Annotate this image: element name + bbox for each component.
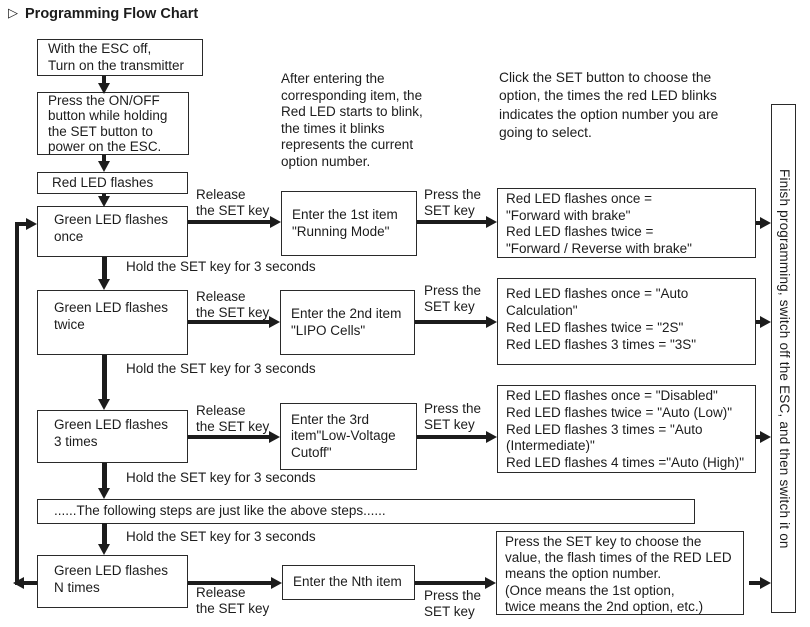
node-green-3times-text: Green LED flashes 3 times (54, 417, 169, 449)
label-press-2: Press the SET key (424, 283, 482, 314)
arrow-item1-to-opt1-head (486, 216, 497, 228)
node-red-led-flashes-text: Red LED flashes (52, 175, 154, 190)
arrow-opt3-to-finish-head (760, 431, 771, 443)
section-marker-icon: ▷ (8, 5, 18, 20)
node-esc-off: With the ESC off, Turn on the transmitte… (37, 39, 203, 76)
node-following-steps: ......The following steps are just like … (37, 499, 695, 524)
label-press-4: Press the SET key (424, 588, 482, 619)
label-hold-1: Hold the SET key for 3 seconds (126, 259, 316, 274)
node-item1-text: Enter the 1st item "Running Mode" (292, 207, 398, 239)
arrow-optN-to-finish-head (760, 577, 771, 589)
node-item2-text: Enter the 2nd item "LIPO Cells" (291, 306, 402, 338)
node-options-nth: Press the SET key to choose the value, t… (496, 531, 744, 615)
arrow-green3-to-following-shaft (102, 463, 107, 489)
label-release-2: Release the SET key (196, 289, 270, 320)
arrow-green2-to-item2-shaft (188, 320, 269, 324)
arrow-esc-to-power-shaft (102, 76, 106, 85)
node-green-ntimes: Green LED flashes N times (37, 555, 188, 608)
arrow-opt3-to-finish-shaft (756, 435, 762, 439)
arrow-green2-to-item2-head (269, 316, 280, 328)
node-options-lvc-text: Red LED flashes once = "Disabled" Red LE… (506, 388, 745, 471)
arrow-green2-to-green3-shaft (102, 355, 107, 400)
arrow-greenN-to-itemN-shaft (188, 581, 271, 585)
label-press-3: Press the SET key (424, 401, 482, 432)
label-hold-2: Hold the SET key for 3 seconds (126, 361, 316, 376)
loopback-entry-shaft (15, 222, 26, 226)
label-hold-3: Hold the SET key for 3 seconds (126, 470, 316, 485)
node-item1: Enter the 1st item "Running Mode" (281, 191, 417, 256)
loopback-exit-shaft (24, 581, 37, 585)
node-itemN-text: Enter the Nth item (293, 574, 402, 590)
node-power-on: Press the ON/OFF button while holding th… (37, 92, 189, 155)
page-title-text: Programming Flow Chart (25, 6, 199, 22)
arrow-item2-to-opt2-shaft (415, 320, 486, 324)
label-release-1: Release the SET key (196, 187, 270, 218)
arrow-itemN-to-optN-head (485, 577, 496, 589)
node-finish-programming: Finish programming, switch off the ESC, … (771, 104, 796, 613)
arrow-opt2-to-finish-head (760, 316, 771, 328)
arrow-greenN-to-itemN-head (271, 577, 282, 589)
node-options-nth-text: Press the SET key to choose the value, t… (505, 534, 732, 614)
node-green-once-text: Green LED flashes once (54, 212, 169, 244)
arrow-item3-to-opt3-shaft (417, 435, 486, 439)
node-green-ntimes-text: Green LED flashes N times (54, 563, 169, 595)
label-hold-4: Hold the SET key for 3 seconds (126, 529, 316, 544)
annotation-after-entering-text: After entering the corresponding item, t… (281, 71, 423, 169)
node-following-steps-text: ......The following steps are just like … (54, 503, 386, 519)
node-esc-off-text: With the ESC off, Turn on the transmitte… (48, 41, 185, 73)
node-finish-programming-text: Finish programming, switch off the ESC, … (776, 168, 792, 549)
label-press-1: Press the SET key (424, 187, 482, 218)
node-red-led-flashes: Red LED flashes (37, 172, 188, 194)
arrow-opt2-to-finish-shaft (756, 320, 762, 324)
node-green-3times: Green LED flashes 3 times (37, 410, 188, 463)
page-title: ▷ Programming Flow Chart (8, 5, 199, 22)
arrow-green3-to-item3-head (269, 431, 280, 443)
node-options-running-mode-text: Red LED flashes once = "Forward with bra… (506, 191, 692, 256)
annotation-click-set: Click the SET button to choose the optio… (499, 69, 754, 143)
node-options-lipo-cells: Red LED flashes once = "Auto Calculation… (497, 278, 756, 365)
node-item3: Enter the 3rd item"Low-Voltage Cutoff" (280, 403, 417, 470)
node-green-twice-text: Green LED flashes twice (54, 300, 169, 332)
arrow-green3-to-following-head (98, 488, 110, 499)
arrow-red-to-green1-head (98, 196, 110, 207)
node-green-once: Green LED flashes once (37, 206, 188, 257)
node-item3-text: Enter the 3rd item"Low-Voltage Cutoff" (291, 411, 396, 460)
arrow-power-to-red-head (98, 161, 110, 172)
arrow-opt1-to-finish-head (760, 217, 771, 229)
node-options-running-mode: Red LED flashes once = "Forward with bra… (497, 188, 756, 258)
node-green-twice: Green LED flashes twice (37, 290, 188, 355)
label-release-3: Release the SET key (196, 403, 270, 434)
label-release-4: Release the SET key (196, 585, 270, 616)
arrow-item2-to-opt2-head (486, 316, 497, 328)
arrow-esc-to-power-head (98, 83, 110, 94)
arrow-itemN-to-optN-shaft (415, 581, 485, 585)
arrow-item1-to-opt1-shaft (417, 220, 486, 224)
arrow-optN-to-finish-shaft (749, 581, 761, 585)
annotation-after-entering: After entering the corresponding item, t… (281, 71, 466, 171)
arrow-green1-to-green2-shaft (102, 257, 107, 280)
node-options-lipo-cells-text: Red LED flashes once = "Auto Calculation… (506, 286, 697, 352)
arrow-green3-to-item3-shaft (188, 435, 269, 439)
loopback-vertical-shaft (15, 222, 19, 585)
arrow-power-to-red-shaft (102, 155, 106, 163)
arrow-green1-to-green2-head (98, 279, 110, 290)
arrow-green2-to-green3-head (98, 399, 110, 410)
arrow-following-to-greenN-shaft (102, 523, 107, 545)
node-options-lvc: Red LED flashes once = "Disabled" Red LE… (497, 385, 756, 473)
node-item2: Enter the 2nd item "LIPO Cells" (280, 290, 415, 355)
node-itemN: Enter the Nth item (282, 565, 415, 600)
arrow-green1-to-item1-head (270, 216, 281, 228)
arrow-following-to-greenN-head (98, 544, 110, 555)
loopback-entry-head (26, 218, 37, 230)
arrow-opt1-to-finish-shaft (756, 221, 762, 225)
arrow-green1-to-item1-shaft (188, 220, 270, 224)
arrow-item3-to-opt3-head (486, 431, 497, 443)
node-power-on-text: Press the ON/OFF button while holding th… (48, 93, 168, 155)
annotation-click-set-text: Click the SET button to choose the optio… (499, 70, 719, 141)
